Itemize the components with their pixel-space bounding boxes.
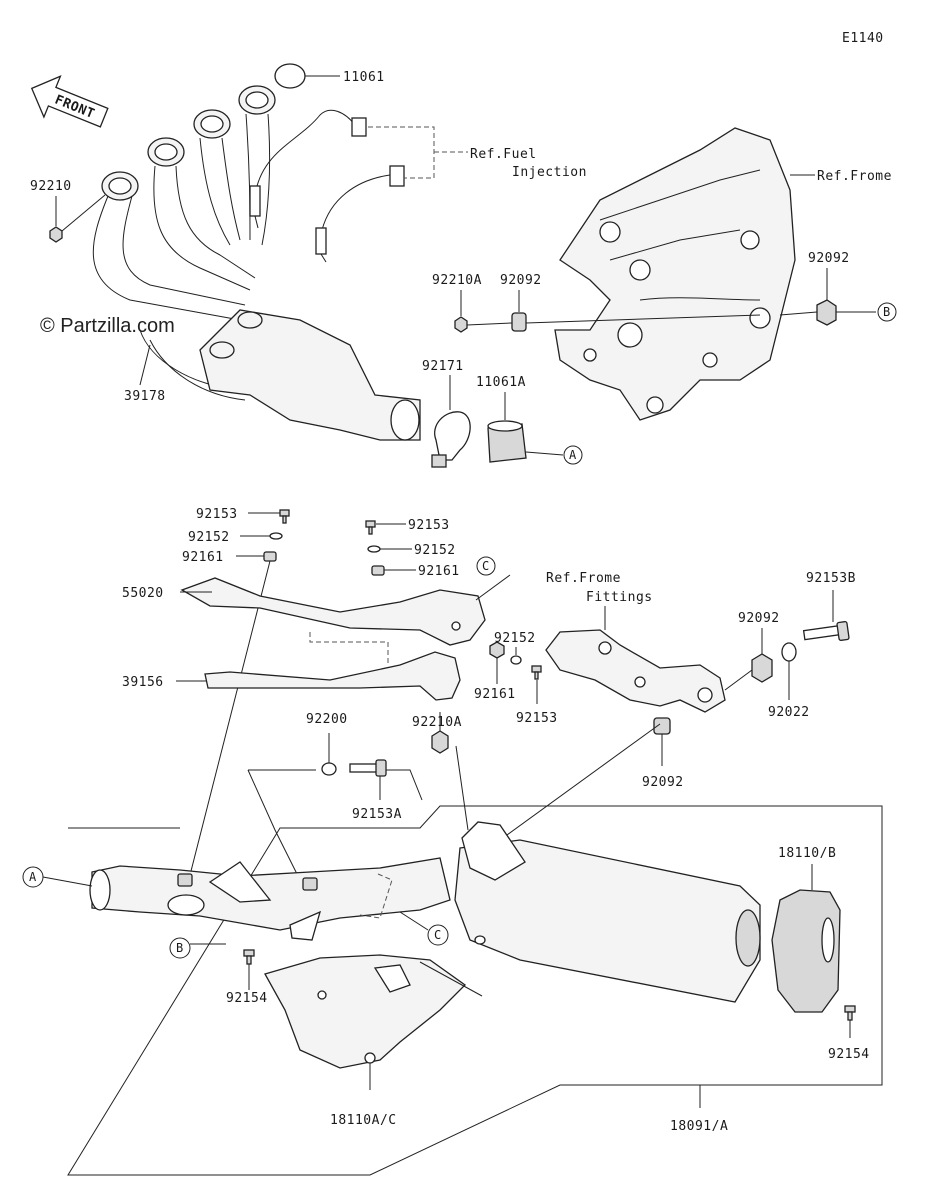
callout-a-top: [563, 445, 583, 465]
nut-92210A-top[interactable]: [454, 316, 468, 333]
part-label-92152-right: 92152: [414, 543, 456, 558]
nut-92210[interactable]: [49, 226, 63, 243]
callout-b-bottom-label: B: [176, 941, 183, 955]
callout-c-bottom: [427, 924, 449, 946]
damper-92092-right[interactable]: [816, 299, 837, 326]
part-label-92153-left: 92153: [196, 507, 238, 522]
bolt-92153-left[interactable]: [279, 509, 290, 524]
callout-b-top-label: B: [883, 305, 890, 319]
part-label-92153-right: 92153: [408, 518, 450, 533]
part-label-11061A: 11061A: [476, 375, 526, 390]
part-label-92154-left: 92154: [226, 991, 268, 1006]
part-label-92161-mid: 92161: [474, 687, 516, 702]
ref-frame-fittings-line2: Fittings: [586, 590, 653, 605]
part-label-18091A: 18091/A: [670, 1119, 728, 1134]
ref-frame: Ref.Frome: [817, 169, 892, 184]
part-label-92092-top1: 92092: [500, 273, 542, 288]
part-label-55020: 55020: [122, 586, 164, 601]
part-label-92092-top2: 92092: [808, 251, 850, 266]
washer-92152-mid[interactable]: [510, 655, 522, 665]
part-label-39156: 39156: [122, 675, 164, 690]
part-label-92092-r1: 92092: [738, 611, 780, 626]
callout-c-top-label: C: [482, 559, 489, 573]
oxygen-sensors[interactable]: [249, 109, 405, 263]
gasket-11061A[interactable]: [487, 420, 527, 463]
washer-92152-left[interactable]: [269, 532, 283, 540]
part-label-92152-mid: 92152: [494, 631, 536, 646]
heat-cover-18110AC[interactable]: [264, 954, 467, 1069]
washer-92022[interactable]: [781, 642, 797, 662]
screw-92154-right[interactable]: [844, 1005, 856, 1021]
part-label-92210: 92210: [30, 179, 72, 194]
ref-fuel-injection-line2: Injection: [512, 165, 587, 180]
nut-92210A-mid[interactable]: [431, 730, 449, 754]
ref-fuel-injection-line1: Ref.Fuel: [470, 147, 537, 162]
nut-92161-mid[interactable]: [489, 641, 505, 659]
callout-c-bottom-label: C: [434, 928, 441, 942]
part-label-92200: 92200: [306, 712, 348, 727]
grommet-92161-right[interactable]: [371, 565, 385, 576]
damper-92092-r1[interactable]: [751, 653, 773, 683]
part-label-92022: 92022: [768, 705, 810, 720]
grommet-92161-left[interactable]: [263, 551, 277, 562]
muffler-body[interactable]: [454, 821, 761, 1003]
part-label-92153-mid: 92153: [516, 711, 558, 726]
bolt-92153-mid[interactable]: [531, 665, 542, 680]
part-label-39178: 39178: [124, 389, 166, 404]
screw-92154-left[interactable]: [243, 949, 255, 965]
callout-b-top: [877, 302, 897, 322]
front-arrow-icon: FRONT: [30, 75, 109, 128]
part-label-92171: 92171: [422, 359, 464, 374]
bolt-92153A[interactable]: [349, 759, 387, 777]
part-label-18110B: 18110/B: [778, 846, 836, 861]
frame-assembly: [554, 127, 796, 421]
frame-fittings-bracket: [545, 629, 726, 713]
callout-a-top-label: A: [569, 448, 577, 462]
part-label-18110AC: 18110A/C: [330, 1113, 397, 1128]
end-cap-18110B[interactable]: [771, 889, 841, 1013]
part-label-92154-right: 92154: [828, 1047, 870, 1062]
bolt-92153B[interactable]: [802, 621, 850, 641]
cover-39156[interactable]: [204, 651, 461, 701]
part-label-92161-right: 92161: [418, 564, 460, 579]
callout-c-top: [476, 556, 496, 576]
collar-92092-top[interactable]: [511, 312, 527, 332]
part-label-92210A-top: 92210A: [432, 273, 482, 288]
callout-a-bottom-label: A: [29, 870, 37, 884]
part-label-92152-left: 92152: [188, 530, 230, 545]
muffler-pipe[interactable]: [89, 857, 451, 941]
cover-55020[interactable]: [180, 577, 486, 646]
part-label-92092-r2: 92092: [642, 775, 684, 790]
part-label-92161-left: 92161: [182, 550, 224, 565]
diagram-code: E1140: [842, 31, 884, 46]
bolt-92153-right[interactable]: [365, 520, 376, 535]
ref-frame-fittings-line1: Ref.Frome: [546, 571, 621, 586]
watermark: © Partzilla.com: [40, 315, 175, 337]
part-label-92153A: 92153A: [352, 807, 402, 822]
clamp-92171[interactable]: [431, 411, 471, 468]
header-pipe-assembly[interactable]: [92, 85, 421, 441]
washer-92200[interactable]: [321, 762, 337, 776]
washer-92152-right[interactable]: [367, 545, 381, 553]
callout-b-bottom: [169, 937, 191, 959]
part-label-92210A-mid: 92210A: [412, 715, 462, 730]
part-label-92153B: 92153B: [806, 571, 856, 586]
gasket-11061[interactable]: [274, 63, 306, 89]
part-label-11061: 11061: [343, 70, 385, 85]
